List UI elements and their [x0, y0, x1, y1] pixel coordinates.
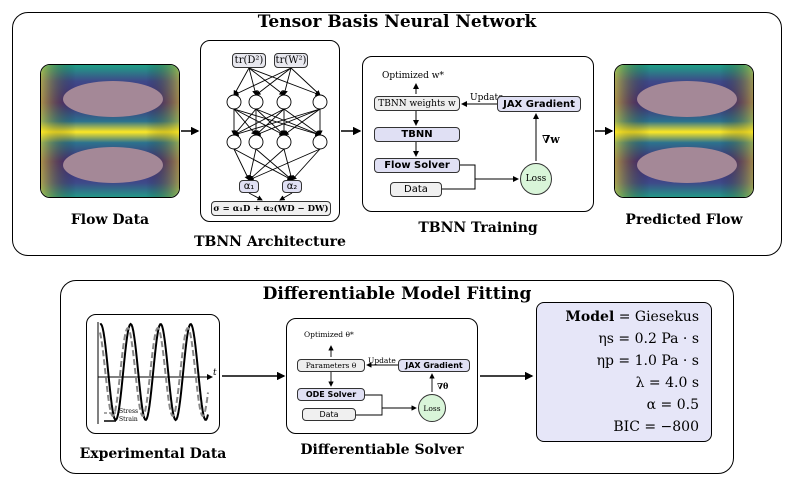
input-node-trD2: tr(D²)	[232, 53, 266, 68]
experimental-data-caption: Experimental Data	[79, 446, 227, 462]
hidden-neuron	[226, 94, 242, 110]
alpha1-node: α₁	[239, 180, 259, 193]
training-data-node: Data	[390, 182, 442, 197]
stress-curve	[99, 326, 209, 418]
hidden-neuron	[312, 94, 328, 110]
grad-w-label: ∇w	[542, 133, 560, 146]
legend-stress-label: Stress	[119, 408, 139, 415]
training-loss-node: Loss	[520, 163, 552, 195]
hidden-neuron	[226, 134, 242, 150]
lambda-line: λ = 4.0 s	[635, 375, 699, 391]
hidden-neuron	[248, 94, 264, 110]
eta-p-line: ηp = 1.0 Pa · s	[596, 353, 699, 369]
hidden-neuron	[276, 94, 292, 110]
solver-update-label: Update	[368, 356, 396, 365]
solver-loss-node: Loss	[418, 394, 446, 422]
predicted-flow-field	[615, 65, 753, 197]
time-axis-label: t	[213, 368, 217, 378]
hidden-neuron	[276, 134, 292, 150]
tbnn-node: TBNN	[374, 127, 460, 142]
sigma-output-node: σ = α₁D + α₂(WD − DW)	[211, 201, 331, 216]
alpha-line: α = 0.5	[646, 397, 699, 413]
eta-s-line: ηs = 0.2 Pa · s	[598, 331, 699, 347]
input-node-trW2: tr(W²)	[274, 53, 308, 68]
model-name-line: Model = Giesekus	[565, 309, 699, 325]
optimized-w-label: Optimized w*	[382, 71, 444, 81]
bic-line: BIC = −800	[613, 419, 699, 435]
parameters-node: Parameters θ	[297, 359, 365, 372]
hidden-neuron	[248, 134, 264, 150]
model-fitting-section-title: Differentiable Model Fitting	[262, 284, 532, 304]
tbnn-architecture-caption: TBNN Architecture	[194, 234, 346, 250]
solver-jax-gradient-node: JAX Gradient	[398, 359, 470, 372]
alpha2-node: α₂	[282, 180, 302, 193]
strain-curve	[99, 322, 209, 422]
predicted-flow-caption: Predicted Flow	[625, 212, 743, 228]
hidden-neuron	[312, 134, 328, 150]
legend-strain-label: Strain	[119, 416, 138, 423]
model-fitting-section	[60, 280, 734, 474]
flow-data-caption: Flow Data	[70, 212, 150, 228]
tbnn-weights-node: TBNN weights w	[374, 96, 460, 111]
flow-data-panel	[40, 64, 180, 198]
tbnn-training-caption: TBNN Training	[418, 220, 538, 236]
flow-solver-node: Flow Solver	[374, 158, 460, 173]
tbnn-section-title: Tensor Basis Neural Network	[257, 12, 537, 32]
differentiable-solver-caption: Differentiable Solver	[300, 442, 464, 458]
jax-gradient-node: JAX Gradient	[497, 96, 581, 112]
grad-theta-label: ∇θ	[437, 381, 449, 391]
update-label: Update	[470, 93, 504, 103]
ode-solver-node: ODE Solver	[297, 388, 365, 401]
tbnn-section	[12, 12, 782, 256]
solver-data-node: Data	[302, 408, 356, 421]
predicted-flow-panel	[614, 64, 754, 198]
fitted-model-panel: Model = Giesekus ηs = 0.2 Pa · s ηp = 1.…	[536, 302, 712, 442]
flow-data-field	[41, 65, 179, 197]
optimized-theta-label: Optimized θ*	[304, 330, 354, 339]
